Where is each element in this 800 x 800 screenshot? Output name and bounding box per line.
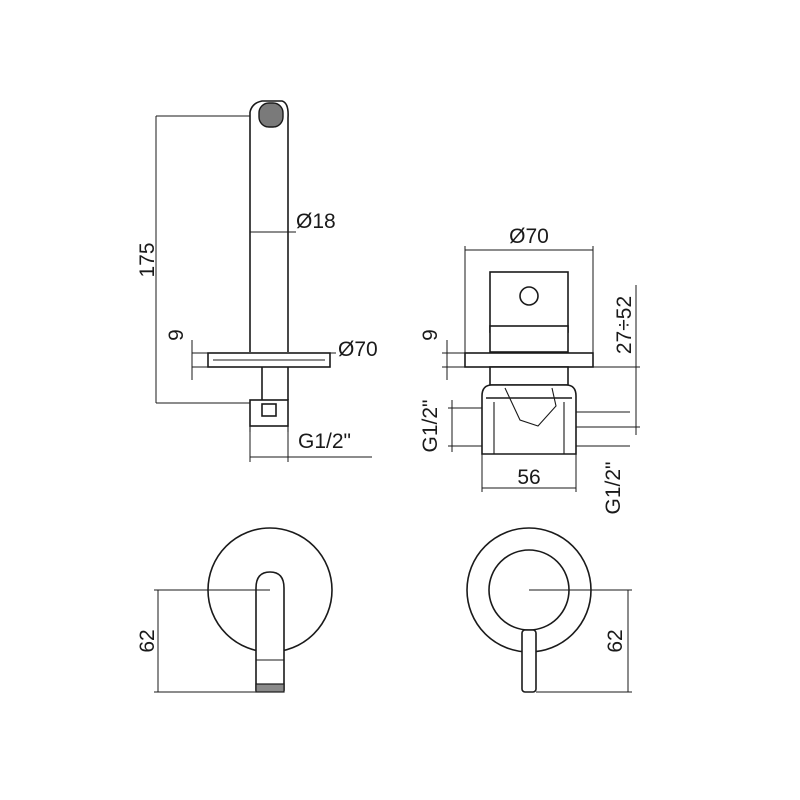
body-width-label: 56 xyxy=(517,466,540,489)
height-label: 175 xyxy=(136,242,159,277)
plate-thickness-label: 9 xyxy=(165,329,188,341)
handle-hole xyxy=(519,286,539,306)
mixer-plate-thickness-label: 9 xyxy=(419,329,442,341)
mixer-height-label: 62 xyxy=(604,629,627,652)
plate-diameter-label: Ø70 xyxy=(338,338,378,361)
spout-side-view: 175 9 Ø18 Ø70 G1/2" xyxy=(136,100,378,462)
spout-aerator-icon xyxy=(255,683,285,693)
inlet-left-label: G1/2" xyxy=(419,400,442,453)
mixer-lever xyxy=(521,629,537,693)
mixer-handle xyxy=(489,271,569,333)
thread-label: G1/2" xyxy=(298,430,351,453)
spout-outlet xyxy=(249,100,289,119)
spout-diameter-label: Ø18 xyxy=(296,210,336,233)
depth-range-label: 27÷52 xyxy=(613,296,636,354)
spout-front-view: 62 xyxy=(136,527,333,693)
valve-body xyxy=(481,384,577,455)
mixer-side-view: Ø70 9 27÷52 G1/2" G1/2" 56 xyxy=(419,225,640,514)
mixer-plate-diameter-label: Ø70 xyxy=(509,225,549,248)
mixer-front-view: 62 xyxy=(466,527,632,693)
spout-height-label: 62 xyxy=(136,629,159,652)
inlet-right-label: G1/2" xyxy=(602,462,625,515)
mixer-wall-plate xyxy=(464,352,594,368)
aerator-icon xyxy=(258,102,284,128)
